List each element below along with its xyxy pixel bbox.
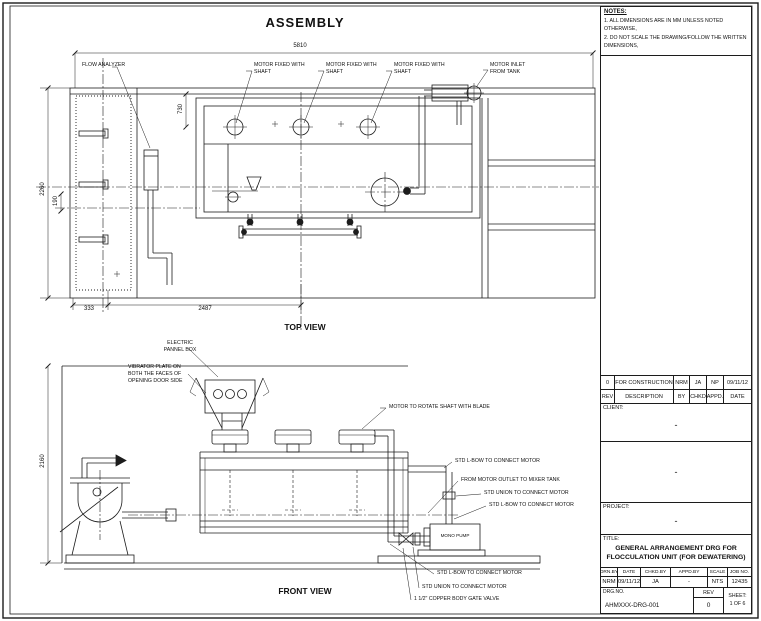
revision-row: 0 FOR CONSTRUCTION NRM JA NP 09/11/12: [601, 375, 751, 389]
label-flow-analyzer: FLOW ANALYZER: [82, 62, 126, 68]
dim-730: 730: [178, 104, 184, 115]
project-value: -: [674, 516, 678, 527]
info-date: 09/11/12: [618, 577, 641, 587]
top-view-drawing: [36, 52, 599, 330]
rev-header-rev: REV: [601, 390, 615, 403]
motor-symbol-1: [223, 115, 247, 139]
info-header-row: DRN.BY DATE CHKD.BY APPD.BY SCALE JOB NO…: [601, 567, 751, 576]
dim-2487: 2487: [198, 306, 212, 312]
leader-lines: [112, 66, 489, 601]
motor-symbol-3: [356, 115, 380, 139]
rev-label: REV: [694, 588, 723, 598]
label-gate-valve: 1 1/2" COPPER BODY GATE VALVE: [414, 596, 500, 602]
info-header-scale: SCALE: [708, 568, 728, 576]
rev-header-appd: APPD.: [707, 390, 724, 403]
dim-333: 333: [83, 306, 94, 312]
label-mono-pump: MONO PUMP: [440, 533, 470, 538]
label-std-lbow-2: STD L-BOW TO CONNECT MOTOR: [489, 502, 574, 508]
notes-box: NOTES: 1. ALL DIMENSIONS ARE IN MM UNLES…: [601, 7, 751, 56]
label-motor-fixed-1: MOTOR FIXED WITH SHAFT: [254, 62, 305, 75]
rev-header-chkd: CHKD: [690, 390, 707, 403]
info-drnby: NRM: [601, 577, 618, 587]
label-motor-rotate-shaft: MOTOR TO ROTATE SHAFT WITH BLADE: [389, 404, 490, 410]
revision-header-row: REV DESCRIPTION BY CHKD APPD. DATE: [601, 389, 751, 403]
project-label: PROJECT:: [603, 504, 630, 510]
info-appdby: -: [671, 577, 708, 587]
label-std-union-2: STD UNION TO CONNECT MOTOR: [422, 584, 507, 590]
front-motor-1: [211, 429, 249, 453]
client-box: CLIENT: -: [601, 403, 751, 441]
drg-no-cell: DRG.NO. AHMXXX-DRG-001: [601, 588, 694, 613]
top-view-caption: TOP VIEW: [284, 322, 326, 332]
sheet-value: 1 OF 6: [729, 600, 746, 607]
front-view-caption: FRONT VIEW: [278, 586, 332, 596]
project-box: PROJECT: -: [601, 502, 751, 534]
drg-no-value: AHMXXX-DRG-001: [605, 602, 660, 609]
rev-description: FOR CONSTRUCTION: [615, 376, 674, 389]
info-scale: NTS: [708, 577, 728, 587]
label-motor-fixed-3b: MOTOR FIXED WITH SHAFT: [394, 62, 445, 75]
dim-5810: 5810: [293, 43, 307, 49]
rev-chkd: JA: [690, 376, 707, 389]
info-header-appdby: APPD.BY: [671, 568, 708, 576]
rev-date: 09/11/12: [726, 379, 748, 386]
label-electric-panel-box: ELECTRIC PANNEL BOX: [163, 340, 197, 353]
drawing-title-line2: FLOCCULATION UNIT (FOR DEWATERING): [606, 554, 746, 562]
info-jobno: 12435: [731, 579, 748, 585]
rev-by: NRM: [674, 376, 690, 389]
sheet-label: SHEET:: [728, 593, 747, 600]
client-label: CLIENT:: [603, 405, 624, 411]
label-std-lbow-3: STD L-BOW TO CONNECT MOTOR: [437, 570, 522, 576]
client-value: -: [674, 419, 678, 430]
drg-no-label: DRG.NO.: [603, 589, 625, 595]
note-2: 2. DO NOT SCALE THE DRAWING/FOLLOW THE W…: [604, 34, 747, 49]
drawing-title-line1: GENERAL ARRANGEMENT DRG FOR: [615, 545, 737, 552]
dim-190: 190: [53, 196, 59, 207]
dim-2160: 2160: [40, 454, 46, 468]
rev-appd: NP: [707, 376, 724, 389]
consultant-value: -: [674, 467, 678, 478]
label-motor-inlet: MOTOR INLET FROM TANK: [490, 62, 526, 75]
info-header-drnby: DRN.BY: [601, 568, 618, 576]
dimension-ticks: [45, 50, 596, 566]
label-std-union-1: STD UNION TO CONNECT MOTOR: [484, 490, 569, 496]
front-motor-2: [274, 429, 312, 453]
note-1: 1. ALL DIMENSIONS ARE IN MM UNLESS NOTED…: [604, 18, 724, 33]
info-header-jobno: JOB NO.: [729, 569, 750, 575]
rev-cell: REV 0: [694, 588, 724, 613]
label-std-lbow-1: STD L-BOW TO CONNECT MOTOR: [455, 458, 540, 464]
dim-2260: 2260: [40, 182, 46, 196]
title-block-spacer: [601, 56, 751, 375]
info-header-chkdby: CHKD.BY: [641, 568, 671, 576]
info-header-date: DATE: [618, 568, 641, 576]
rev-no: 0: [601, 376, 615, 389]
assembly-title: ASSEMBLY: [265, 15, 345, 30]
sheet-inner-frame: [9, 5, 753, 615]
title-label: TITLE:: [603, 536, 620, 542]
label-motor-fixed-2: MOTOR FIXED WITH SHAFT: [326, 62, 377, 75]
title-block: NOTES: 1. ALL DIMENSIONS ARE IN MM UNLES…: [600, 6, 752, 614]
info-chkdby: JA: [641, 577, 671, 587]
consultant-box: -: [601, 441, 751, 502]
motor-symbol-2: [289, 115, 313, 139]
drg-row: DRG.NO. AHMXXX-DRG-001 REV 0 SHEET: 1 OF…: [601, 587, 751, 613]
drawing-title: GENERAL ARRANGEMENT DRG FOR FLOCCULATION…: [601, 544, 751, 562]
label-vibrator-plate: VIBRATOR PLATE ON BOTH THE FACES OF OPEN…: [128, 364, 183, 384]
title-box: TITLE: GENERAL ARRANGEMENT DRG FOR FLOCC…: [601, 534, 751, 567]
label-from-motor-outlet: FROM MOTOR OUTLET TO MIXER TANK: [461, 477, 560, 483]
rev-header-description: DESCRIPTION: [615, 390, 674, 403]
rev-header-date: DATE: [730, 393, 745, 400]
rev-value: 0: [706, 602, 711, 609]
front-view-drawing: [40, 365, 541, 570]
sheet-cell: SHEET: 1 OF 6: [724, 588, 751, 613]
rev-header-by: BY: [674, 390, 690, 403]
notes-heading: NOTES:: [604, 9, 627, 15]
front-motor-3: [338, 429, 376, 453]
info-value-row: NRM 09/11/12 JA - NTS 12435: [601, 576, 751, 587]
